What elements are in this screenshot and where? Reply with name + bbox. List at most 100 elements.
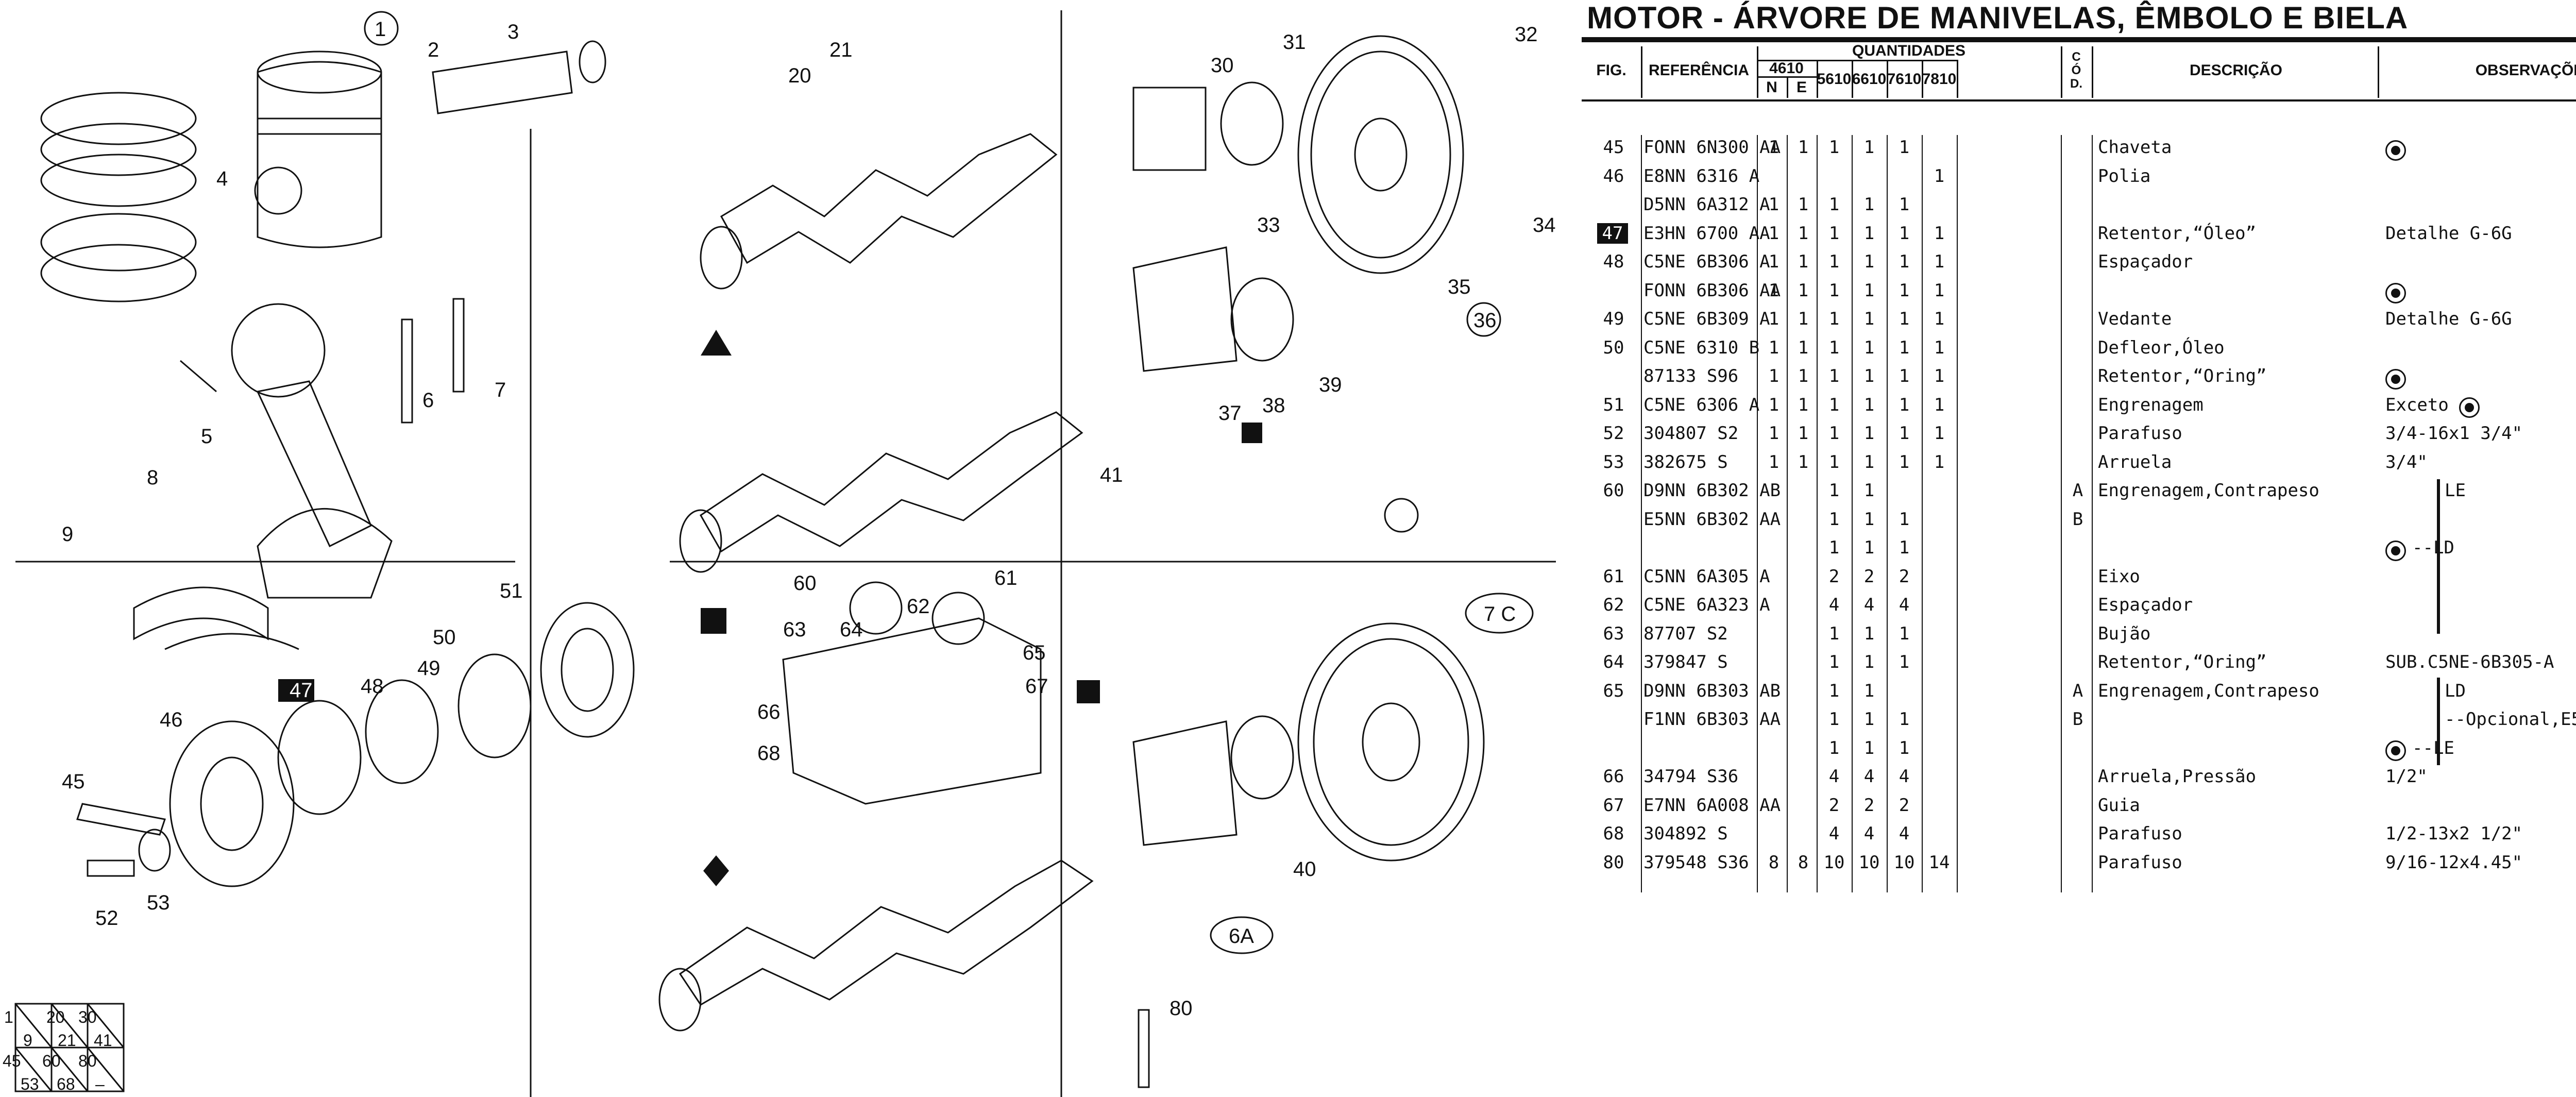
row-qty: 1	[1863, 251, 1875, 272]
circled-dot-icon	[2385, 283, 2406, 303]
row-qty: 10	[1893, 852, 1915, 873]
row-qty: 1	[1828, 652, 1840, 672]
svg-text:30: 30	[78, 1008, 97, 1026]
row-fig: 63	[1603, 623, 1624, 644]
callout-64: 64	[840, 618, 863, 641]
row-qty: 1	[1899, 223, 1910, 244]
row-qty: 1	[1828, 537, 1840, 558]
row-qty: 1	[1899, 537, 1910, 558]
row-qty: 2	[1828, 566, 1840, 587]
callout-4: 4	[216, 167, 228, 190]
row-obs: 9/16-12x4.45"	[2385, 852, 2523, 873]
callout-9: 9	[62, 523, 73, 546]
svg-text:53: 53	[21, 1075, 39, 1093]
row-qty: 1	[1828, 194, 1840, 215]
row-fig: 51	[1603, 394, 1624, 415]
row-qty: 1	[1899, 309, 1910, 329]
crankshaft-bottom-drawing	[658, 859, 1094, 1032]
callout-46: 46	[160, 708, 183, 731]
row-qty: 1	[1768, 251, 1780, 272]
row-qty: 1	[1863, 394, 1875, 415]
row-qty: 1	[1768, 423, 1780, 444]
callout-31: 31	[1283, 31, 1306, 54]
row-qty: 1	[1863, 309, 1875, 329]
obs-bracket-60	[2437, 479, 2440, 634]
row-qty: 1	[1798, 194, 1809, 215]
callout-39: 39	[1319, 374, 1342, 396]
piston-drawing	[254, 50, 382, 248]
row-ref: 304807 S2	[1643, 423, 1739, 444]
row-qty: 1	[1863, 366, 1875, 386]
callout-53: 53	[147, 891, 170, 914]
connecting-rod-drawing	[180, 303, 393, 599]
header-descricao: DESCRIÇÃO	[2189, 62, 2282, 79]
row-qty: 1	[1828, 623, 1840, 644]
callout-2: 2	[428, 39, 439, 61]
row-qty: 1	[1768, 223, 1780, 244]
header-fig: FIG.	[1596, 62, 1626, 79]
row-fig: 50	[1603, 337, 1624, 358]
row-qty: 2	[1828, 795, 1840, 816]
row-obs: Detalhe G-6G	[2385, 223, 2512, 244]
row-qty: 1	[1798, 423, 1809, 444]
callout-52: 52	[95, 907, 118, 930]
callout-41: 41	[1100, 464, 1123, 486]
header-7810: 7810	[1922, 71, 1957, 88]
row-qty: 1	[1828, 309, 1840, 329]
header-cod: C Ó D.	[2070, 50, 2082, 91]
row-qty: 1	[1899, 423, 1910, 444]
row-qty: 1	[1798, 280, 1809, 301]
row-fig: 48	[1603, 251, 1624, 272]
row-ref: E3HN 6700 AA	[1643, 223, 1770, 244]
row-fig: 49	[1603, 309, 1624, 329]
callout-51: 51	[500, 580, 523, 602]
row-qty: 1	[1899, 366, 1910, 386]
row-fig: 68	[1603, 823, 1624, 844]
diagram-svg: 1 2 3 4 5 6 7 8 9 20 21 30 31 32 33 34 3…	[3, 10, 1556, 1097]
row-qty: 2	[1899, 795, 1910, 816]
row-qty: 1	[1934, 165, 1945, 187]
row-cod: B	[2072, 709, 2083, 730]
callout-33: 33	[1257, 214, 1280, 237]
callout-37: 37	[1218, 402, 1242, 425]
callout-3: 3	[507, 21, 519, 43]
row-desc: Engrenagem,Contrapeso	[2098, 480, 2319, 501]
row-qty: 1	[1828, 680, 1840, 701]
row-obs: Detalhe G-6G	[2385, 309, 2512, 329]
row-qty: 1	[1899, 623, 1910, 644]
row-qty: 1	[1828, 451, 1840, 472]
row-desc: Espaçador	[2098, 251, 2193, 272]
row-qty: 10	[1823, 852, 1845, 873]
row-qty: 1	[1899, 451, 1910, 472]
crankshaft-middle-drawing	[679, 411, 1083, 573]
callout-34: 34	[1533, 214, 1556, 237]
row-qty: 1	[1828, 366, 1840, 386]
row-qty: 1	[1899, 709, 1910, 730]
row-desc: Engrenagem	[2098, 394, 2204, 415]
row-ref: 304892 S	[1643, 823, 1728, 844]
row-qty: 1	[1899, 394, 1910, 415]
row-qty: 1	[1863, 709, 1875, 730]
row-qty: 1	[1798, 251, 1809, 272]
circled-dot-icon	[2385, 740, 2406, 761]
callout-7: 7	[495, 379, 506, 401]
row-qty: 4	[1828, 823, 1840, 844]
pulley-drawing	[169, 602, 635, 887]
row-obs	[2385, 366, 2412, 390]
row-qty: 2	[1863, 566, 1875, 587]
row-qty: 1	[1828, 423, 1840, 444]
row-qty: 1	[1899, 337, 1910, 358]
row-fig: 52	[1603, 423, 1624, 444]
row-qty: 1	[1934, 394, 1945, 415]
obs-bracket-65	[2437, 678, 2440, 765]
row-obs	[2385, 280, 2412, 303]
